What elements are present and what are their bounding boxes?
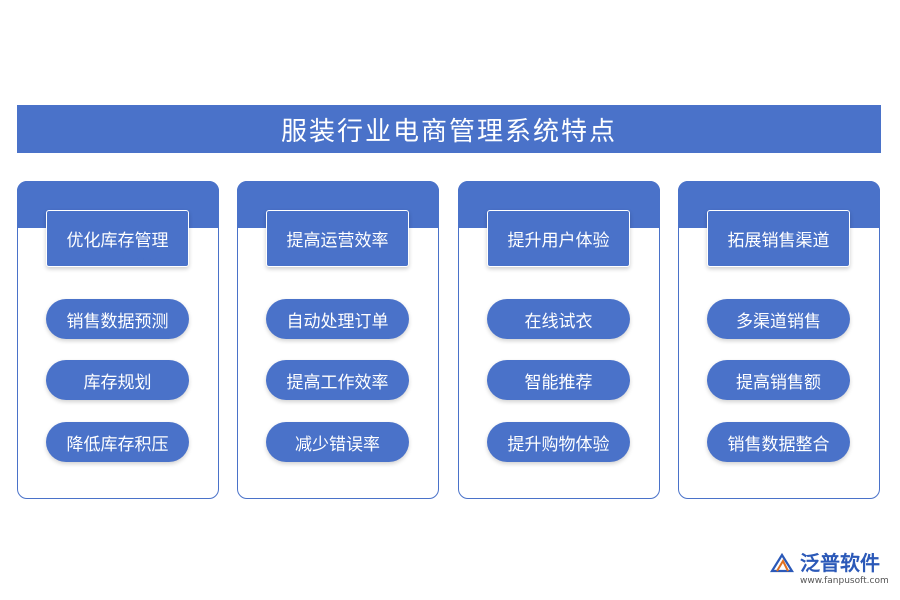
feature-item: 销售数据预测 [46,299,189,339]
page-title-text: 服装行业电商管理系统特点 [280,116,617,147]
brand-url: www.fanpusoft.com [800,576,889,586]
feature-item: 降低库存积压 [46,422,189,462]
feature-item: 自动处理订单 [266,299,409,339]
feature-item: 销售数据整合 [707,422,850,462]
feature-item-text: 销售数据预测 [66,311,169,332]
feature-item-text: 销售数据整合 [727,434,830,455]
feature-item: 智能推荐 [487,360,630,400]
panel-heading: 拓展销售渠道 [707,210,850,267]
fanpu-logo-icon [770,552,794,573]
feature-item-text: 减少错误率 [295,434,380,455]
feature-item: 提高工作效率 [266,360,409,400]
panel-heading: 提高运营效率 [266,210,409,267]
feature-item: 在线试衣 [487,299,630,339]
feature-item-text: 在线试衣 [524,311,593,332]
feature-item-text: 自动处理订单 [286,311,389,332]
panel-heading: 提升用户体验 [487,210,630,267]
page-title: 服装行业电商管理系统特点 [17,105,881,153]
feature-item: 多渠道销售 [707,299,850,339]
feature-item-text: 提高工作效率 [286,372,389,393]
feature-item-text: 库存规划 [83,372,152,393]
watermark-name: 泛普软件 [119,246,159,257]
feature-panel-efficiency: 提高运营效率 自动处理订单 提高工作效率 减少错误率 [236,180,439,499]
brand-name: 泛普软件 [800,551,880,575]
watermark: 泛普软件 FANPU SOFTWARE [100,247,165,263]
watermark-sub: FANPU SOFTWARE [119,257,165,263]
brand-logo: 泛普软件 [770,552,880,574]
feature-panel-experience: 提升用户体验 在线试衣 智能推荐 提升购物体验 [457,180,660,499]
feature-item-text: 智能推荐 [524,372,593,393]
panel-heading-text: 提高运营效率 [286,231,389,251]
feature-item-text: 降低库存积压 [66,434,169,455]
feature-item: 提高销售额 [707,360,850,400]
feature-item: 减少错误率 [266,422,409,462]
fanpu-logo-icon [100,248,116,261]
feature-panel-channels: 拓展销售渠道 多渠道销售 提高销售额 销售数据整合 [677,180,880,499]
feature-item-text: 提升购物体验 [507,434,610,455]
feature-item-text: 多渠道销售 [736,311,821,332]
feature-item: 提升购物体验 [487,422,630,462]
feature-item: 库存规划 [46,360,189,400]
panel-heading-text: 拓展销售渠道 [727,231,830,251]
panel-heading: 优化库存管理 [46,210,189,267]
feature-panel-inventory: 优化库存管理 泛普软件 FANPU SOFTWARE 销售数据预测 库存规划 降… [16,180,219,499]
panel-heading-text: 提升用户体验 [507,231,610,251]
panel-heading-text: 优化库存管理 [66,231,169,251]
feature-item-text: 提高销售额 [736,372,821,393]
